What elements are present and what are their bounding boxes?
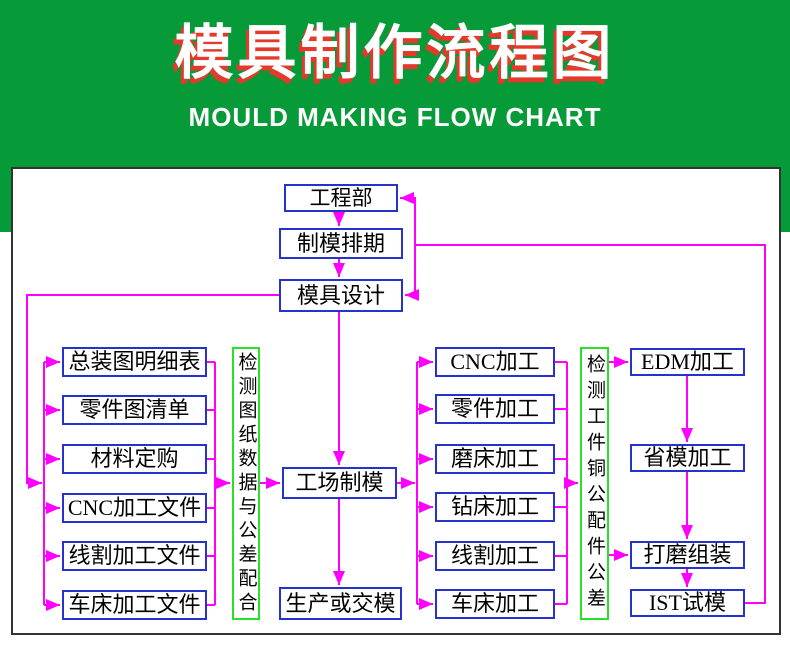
flow-box-grind-assembly: 打磨组装 <box>630 541 745 569</box>
flow-box-lathe-file: 车床加工文件 <box>62 590 207 620</box>
flow-box-material-purchase: 材料定购 <box>62 444 207 474</box>
flow-box-cnc-machining-file: CNC加工文件 <box>62 493 207 523</box>
inspection-bar-drawing-data: 检测图纸数据与公差配合 <box>232 347 260 620</box>
flow-box-production-or-delivery: 生产或交模 <box>279 587 402 620</box>
flowchart-panel: 工程部 制模排期 模具设计 总装图明细表 零件图清单 材料定购 CNC加工文件 … <box>11 167 781 635</box>
flow-box-wirecut-file: 线割加工文件 <box>62 541 207 571</box>
flow-box-cnc-machining: CNC加工 <box>435 347 555 377</box>
flow-box-grinding: 磨床加工 <box>435 444 555 474</box>
page-title: 模具制作流程图 <box>174 20 616 86</box>
flow-box-mould-schedule: 制模排期 <box>279 228 403 259</box>
flow-box-edm-machining: EDM加工 <box>630 348 745 376</box>
connector-arrows <box>26 192 766 611</box>
flow-box-drilling: 钻床加工 <box>435 492 555 522</box>
flow-box-engineering-dept: 工程部 <box>284 184 398 212</box>
flow-box-part-drawing-list: 零件图清单 <box>62 395 207 425</box>
flow-box-wirecut: 线割加工 <box>435 541 555 571</box>
flow-box-assembly-drawing-list: 总装图明细表 <box>62 347 207 377</box>
flow-box-ist-trial-mould: IST试模 <box>630 589 745 617</box>
flow-box-mould-design: 模具设计 <box>279 279 403 312</box>
flow-box-lathe: 车床加工 <box>435 589 555 619</box>
page-subtitle: MOULD MAKING FLOW CHART <box>188 102 602 132</box>
inspection-bar-copper-parts: 检测工件铜公配件公差 <box>580 347 609 620</box>
flow-box-part-machining: 零件加工 <box>435 394 555 424</box>
flow-box-polish-mould: 省模加工 <box>630 444 745 472</box>
flow-box-workshop-moulding: 工场制模 <box>282 467 397 499</box>
